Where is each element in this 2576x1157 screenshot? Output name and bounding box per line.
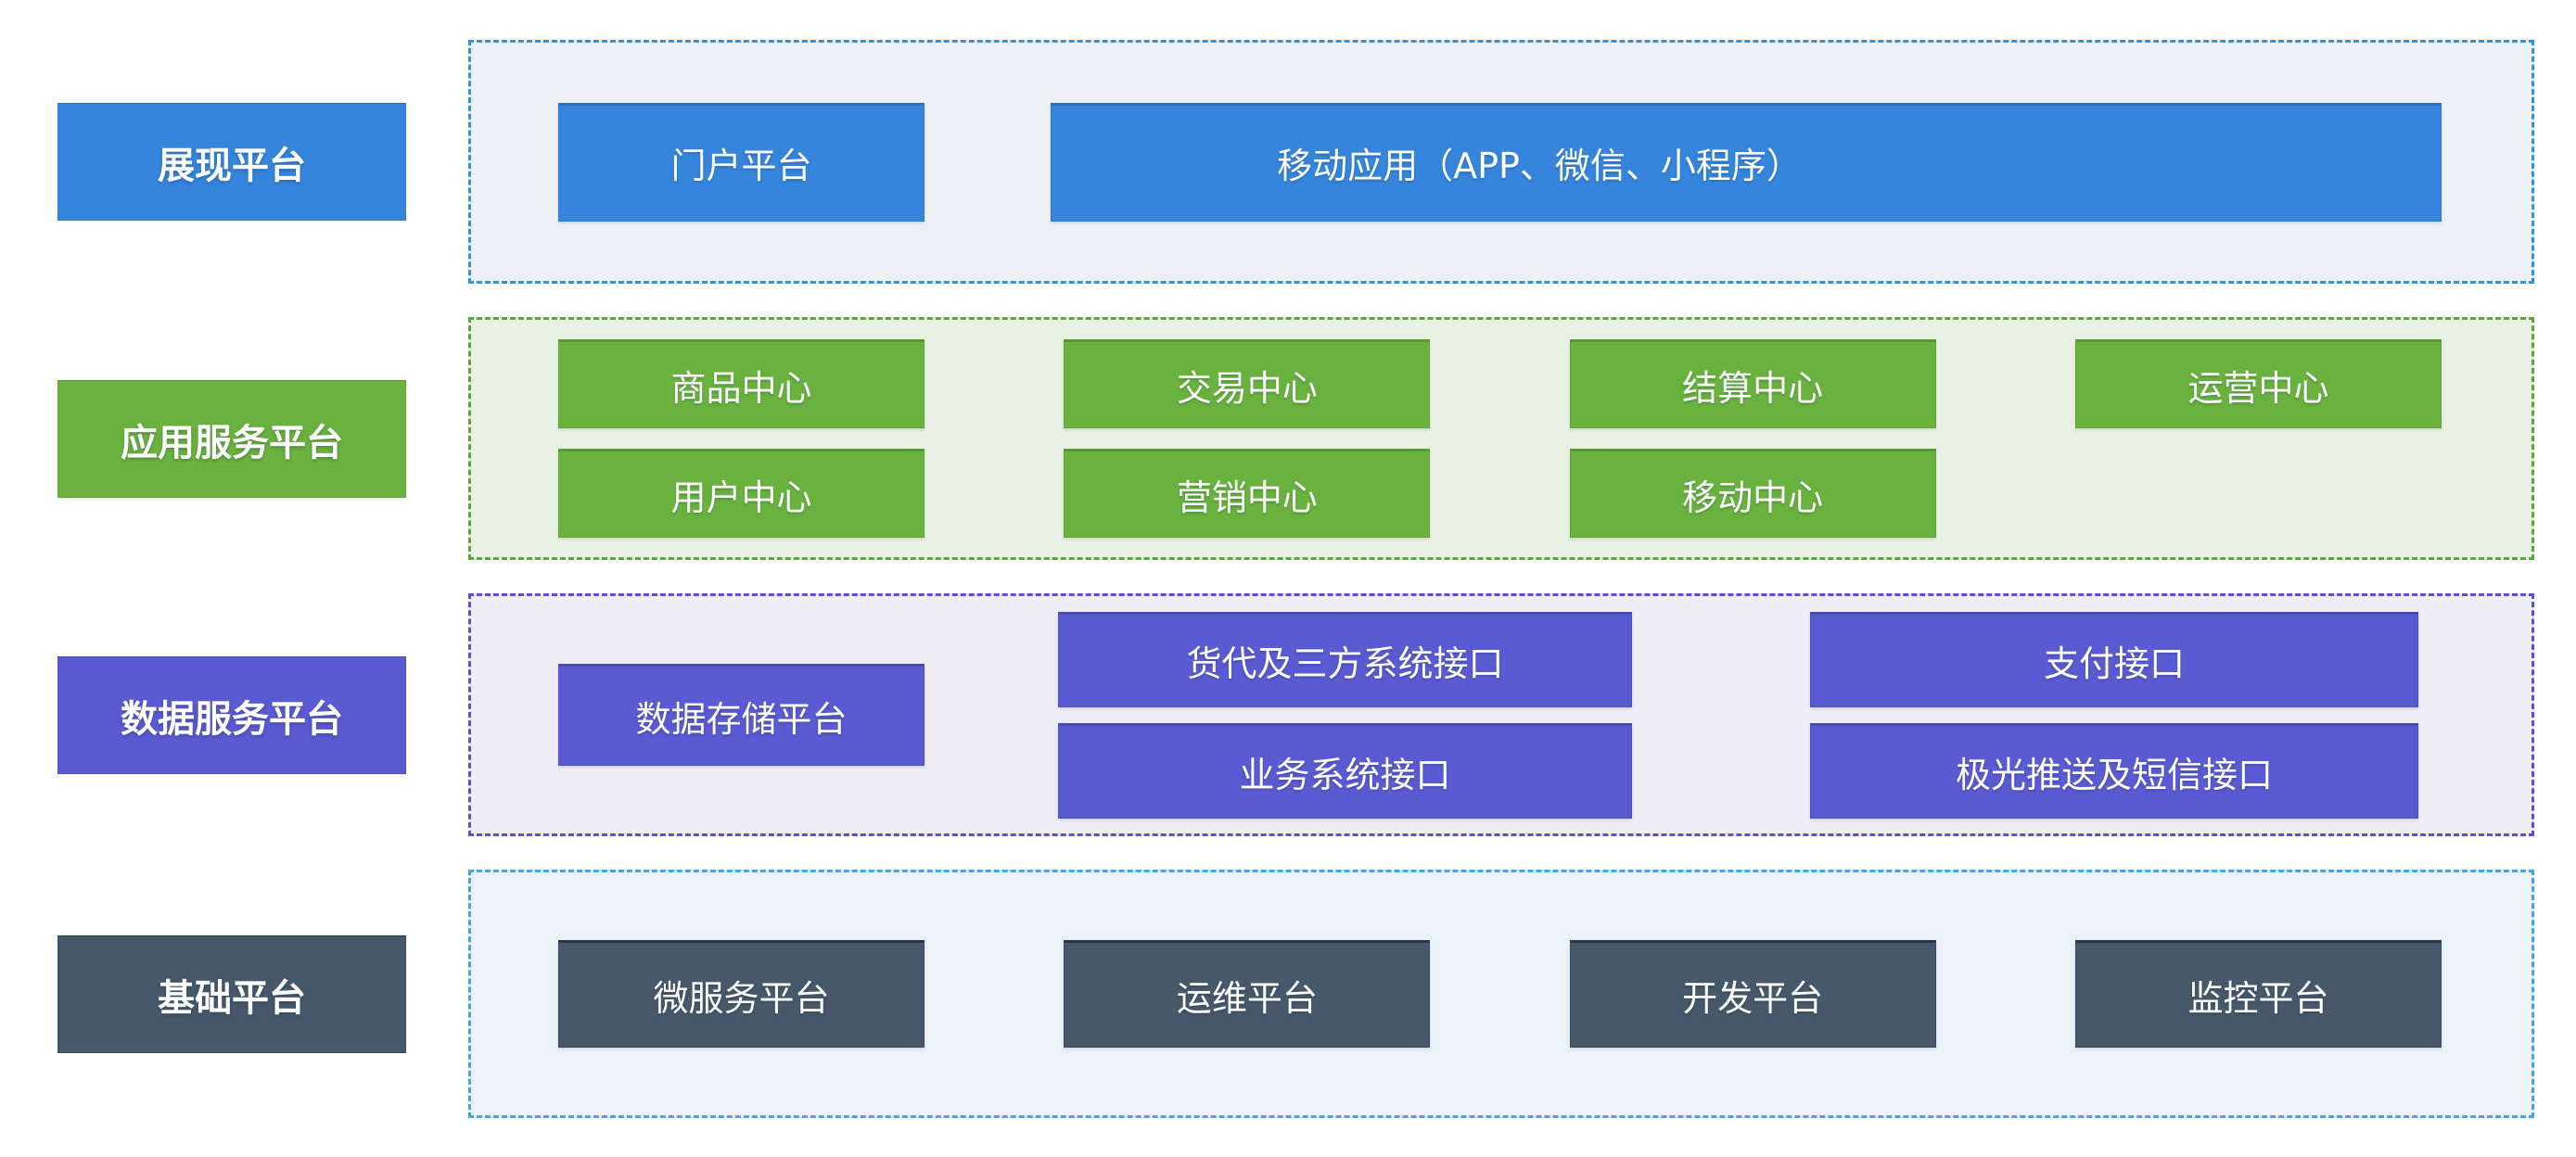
interface-column-right: 支付接口 极光推送及短信接口 — [1810, 611, 2418, 819]
node-label: 门户平台 — [670, 146, 812, 186]
node-product-center: 商品中心 — [558, 339, 925, 428]
node-label: 移动应用（APP、微信、小程序） — [1277, 146, 1802, 186]
node-label: 交易中心 — [1176, 367, 1318, 409]
node-label: 移动中心 — [1682, 477, 1824, 518]
base-grid: 微服务平台 运维平台 开发平台 监控平台 — [558, 940, 2442, 1048]
node-microservice-platform: 微服务平台 — [558, 940, 925, 1048]
node-jpush-sms-interface: 极光推送及短信接口 — [1810, 722, 2418, 819]
node-label: 营销中心 — [1176, 477, 1318, 518]
node-label: 结算中心 — [1682, 367, 1824, 409]
node-user-center: 用户中心 — [558, 449, 925, 538]
row-label-text: 数据服务平台 — [121, 697, 343, 741]
interface-column-left: 货代及三方系统接口 业务系统接口 — [1058, 611, 1632, 819]
node-business-system-interface: 业务系统接口 — [1058, 722, 1632, 819]
band-application-service: 商品中心 交易中心 结算中心 运营中心 用户中心 营销中心 移动中心 — [468, 317, 2534, 560]
node-label: 监控平台 — [2187, 977, 2329, 1019]
node-label: 微服务平台 — [653, 977, 830, 1019]
node-payment-interface: 支付接口 — [1810, 611, 2418, 707]
row-label-presentation: 展现平台 — [57, 103, 406, 221]
node-label: 货代及三方系统接口 — [1186, 642, 1504, 684]
row-label-text: 应用服务平台 — [121, 421, 343, 464]
node-operation-center: 运营中心 — [2074, 339, 2442, 428]
node-freight-third-party-interface: 货代及三方系统接口 — [1058, 611, 1632, 707]
band-base: 微服务平台 运维平台 开发平台 监控平台 — [468, 870, 2534, 1118]
node-label: 业务系统接口 — [1239, 754, 1451, 795]
row-label-application-service: 应用服务平台 — [57, 380, 406, 498]
application-service-grid: 商品中心 交易中心 结算中心 运营中心 用户中心 营销中心 移动中心 — [558, 339, 2442, 538]
node-label: 用户中心 — [670, 477, 812, 518]
node-label: 开发平台 — [1682, 977, 1824, 1019]
node-dev-platform: 开发平台 — [1569, 940, 1936, 1048]
node-label: 数据存储平台 — [635, 698, 848, 740]
node-portal-platform: 门户平台 — [558, 102, 925, 222]
node-trade-center: 交易中心 — [1064, 339, 1431, 428]
row-label-text: 展现平台 — [158, 144, 306, 187]
row-label-data-service: 数据服务平台 — [57, 656, 406, 774]
node-data-storage-platform: 数据存储平台 — [558, 664, 925, 766]
node-mobile-app: 移动应用（APP、微信、小程序） — [1051, 102, 2442, 222]
node-label: 商品中心 — [670, 367, 812, 409]
node-label: 运营中心 — [2187, 367, 2329, 409]
band-presentation: 门户平台 移动应用（APP、微信、小程序） — [468, 40, 2534, 284]
node-label: 支付接口 — [2043, 642, 2185, 684]
node-ops-platform: 运维平台 — [1064, 940, 1431, 1048]
node-settlement-center: 结算中心 — [1569, 339, 1936, 428]
node-marketing-center: 营销中心 — [1064, 449, 1431, 538]
node-label: 极光推送及短信接口 — [1955, 754, 2273, 795]
node-mobile-center: 移动中心 — [1569, 449, 1936, 538]
node-monitor-platform: 监控平台 — [2074, 940, 2442, 1048]
row-label-text: 基础平台 — [158, 976, 306, 1020]
band-data-service: 数据存储平台 货代及三方系统接口 业务系统接口 支付接口 极光推送及短信接口 — [468, 593, 2534, 836]
row-label-base: 基础平台 — [57, 935, 406, 1053]
node-label: 运维平台 — [1176, 977, 1318, 1019]
